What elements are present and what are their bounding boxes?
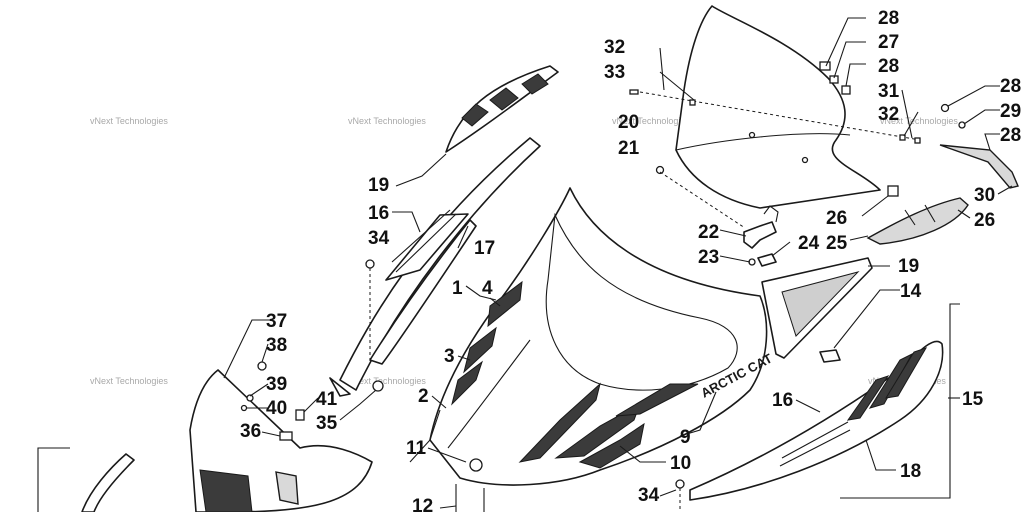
callout: 32 (878, 104, 899, 125)
callout: 35 (316, 413, 338, 434)
callout: 34 (638, 485, 660, 506)
mirror-bracket (743, 205, 779, 267)
callout: 29 (1000, 101, 1021, 122)
hood-top-trim (445, 65, 559, 153)
callout: 32 (604, 37, 625, 58)
callout: 31 (878, 81, 900, 102)
callout: 22 (698, 222, 719, 243)
callout-labels: 28 27 28 32 33 31 32 28 29 28 20 21 30 2… (240, 8, 1021, 512)
callout: 10 (670, 453, 691, 474)
watermark: vNext Technologies (880, 116, 958, 126)
callout: 28 (878, 8, 899, 29)
callout: 28 (1000, 76, 1021, 97)
callout: 28 (878, 56, 899, 77)
callout: 3 (444, 346, 455, 367)
watermark: vNext Technologies (90, 116, 168, 126)
callout: 39 (266, 374, 287, 395)
right-side-panel (689, 340, 944, 501)
right-vent-trim (761, 257, 873, 359)
callout: 27 (878, 32, 899, 53)
callout: 34 (368, 228, 390, 249)
callout: 38 (266, 335, 287, 356)
callout: 33 (604, 62, 625, 83)
left-side-panel (329, 137, 541, 397)
watermark: vNext Technologies (348, 116, 426, 126)
callout: 16 (368, 203, 389, 224)
main-hood: ARCTIC CAT (429, 187, 775, 486)
callout: 12 (412, 496, 433, 512)
leader-lines (223, 17, 1013, 509)
watermark: vNext Technologies (348, 376, 426, 386)
callout: 28 (1000, 125, 1021, 146)
lower-left-parts (37, 447, 685, 512)
callout: 25 (826, 233, 848, 254)
front-nose (189, 259, 384, 512)
callout: 37 (266, 311, 287, 332)
callout: 17 (474, 238, 495, 259)
callout: 1 (452, 278, 463, 299)
callout: 11 (406, 438, 427, 459)
callout: 4 (482, 278, 493, 299)
callout: 36 (240, 421, 261, 442)
callout: 26 (974, 210, 995, 231)
watermark: vNext Technologies (90, 376, 168, 386)
side-deflector (866, 185, 969, 245)
callout: 23 (698, 247, 719, 268)
windshield (675, 5, 881, 209)
callout: 21 (618, 138, 640, 159)
callout: 15 (962, 389, 984, 410)
callout: 19 (898, 256, 919, 277)
callout: 26 (826, 208, 847, 229)
watermark: vNext Technologies (612, 116, 690, 126)
callout: 14 (900, 281, 922, 302)
callout: 40 (266, 398, 287, 419)
callout: 20 (618, 112, 639, 133)
callout: 41 (316, 389, 338, 410)
callout: 24 (798, 233, 820, 254)
callout: 2 (418, 386, 429, 407)
callout: 16 (772, 390, 793, 411)
callout: 18 (900, 461, 921, 482)
callout: 19 (368, 175, 389, 196)
callout: 9 (680, 427, 691, 448)
callout: 30 (974, 185, 995, 206)
